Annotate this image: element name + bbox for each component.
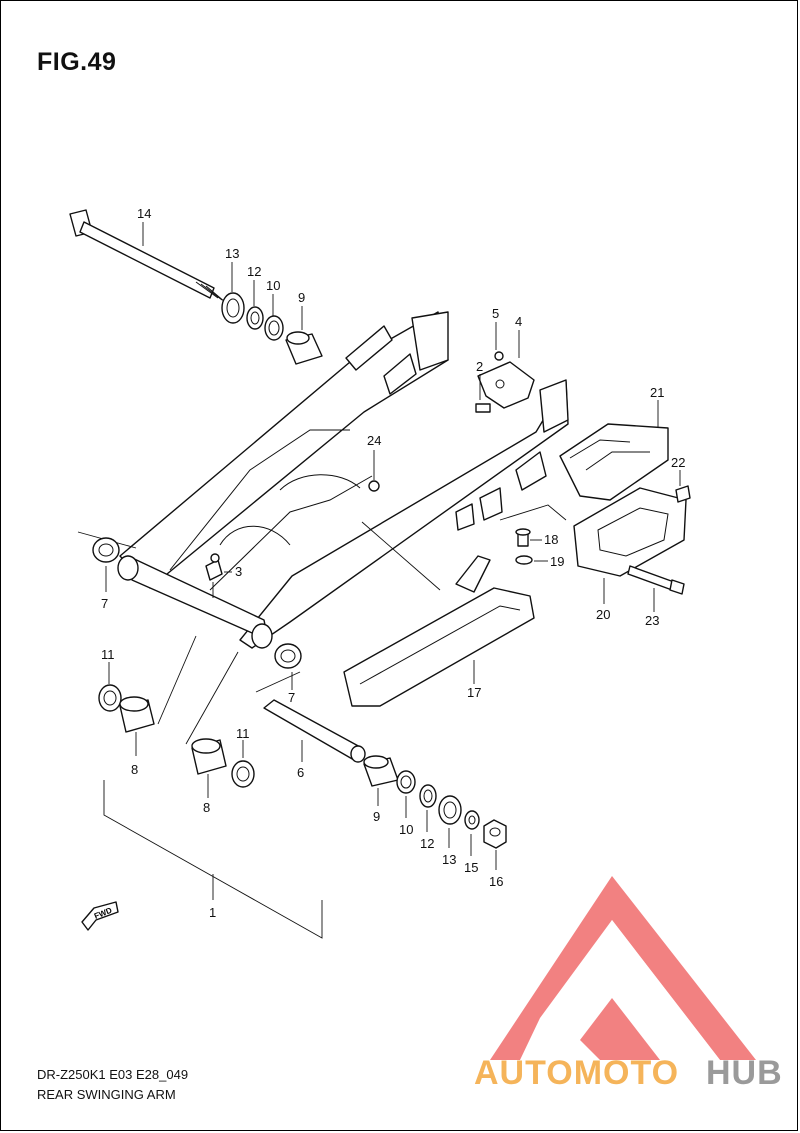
callout-9-lower: 9	[373, 809, 380, 824]
washer-19	[515, 555, 533, 565]
seal-11-right	[231, 760, 255, 788]
callout-9: 9	[298, 290, 305, 305]
figure-name: REAR SWINGING ARM	[37, 1087, 176, 1102]
bearing-8-left	[119, 696, 155, 733]
callout-8-right: 8	[203, 800, 210, 815]
bolt-2	[475, 403, 491, 413]
callout-24: 24	[367, 433, 381, 448]
washer-15	[464, 810, 480, 830]
upper-seal-13	[221, 292, 245, 324]
bearing-7-left	[92, 537, 120, 563]
assembly-bracket-1	[103, 780, 323, 939]
chain-guide-21	[559, 423, 669, 501]
logo-text-gray: HUB	[706, 1054, 783, 1092]
fwd-arrow-icon: FWD	[81, 901, 119, 931]
callout-7-left: 7	[101, 596, 108, 611]
bolt-18	[515, 528, 531, 547]
callout-3: 3	[235, 564, 242, 579]
callout-12: 12	[247, 264, 261, 279]
bolt-22	[675, 485, 691, 503]
callout-7-right: 7	[288, 690, 295, 705]
rivet-24	[368, 480, 380, 492]
callout-5: 5	[492, 306, 499, 321]
callout-20: 20	[596, 607, 610, 622]
callout-15: 15	[464, 860, 478, 875]
seal-13-lower	[438, 795, 462, 825]
bearing-10-lower	[396, 770, 416, 794]
pivot-bolt	[69, 209, 226, 303]
upper-bearing-10	[264, 315, 284, 341]
callout-13-lower: 13	[442, 852, 456, 867]
callout-12-lower: 12	[420, 836, 434, 851]
washer-12-lower	[419, 784, 437, 808]
automotohub-logo: AUTOMOTO HUB	[474, 876, 783, 1092]
screw-5	[494, 351, 504, 361]
seal-11-left	[98, 684, 122, 712]
callout-23: 23	[645, 613, 659, 628]
callout-11-right: 11	[236, 726, 250, 741]
callout-1: 1	[209, 905, 216, 920]
grease-nipple-3	[205, 553, 223, 581]
callout-22: 22	[671, 455, 685, 470]
bolt-23	[627, 565, 685, 595]
spacer-9-lower	[363, 755, 399, 787]
chain-guide-bracket-20	[573, 487, 687, 577]
callout-18: 18	[544, 532, 558, 547]
callout-11-left: 11	[101, 647, 115, 662]
upper-spacer-9	[285, 331, 323, 365]
callout-4: 4	[515, 314, 522, 329]
upper-washer-12	[246, 306, 264, 330]
logo-text-orange: AUTOMOTO	[474, 1054, 679, 1092]
callout-19: 19	[550, 554, 564, 569]
callout-10: 10	[266, 278, 280, 293]
callout-13: 13	[225, 246, 239, 261]
callout-14: 14	[137, 206, 151, 221]
bracket-4	[477, 361, 535, 409]
collar-6	[263, 699, 366, 763]
bearing-7-right	[274, 643, 302, 669]
callout-6: 6	[297, 765, 304, 780]
figure-title: FIG.49	[37, 48, 117, 76]
callout-10-lower: 10	[399, 822, 413, 837]
nut-16	[483, 819, 507, 849]
figure-code: DR-Z250K1 E03 E28_049	[37, 1067, 189, 1082]
callout-8-left: 8	[131, 762, 138, 777]
callout-21: 21	[650, 385, 664, 400]
chain-slider-17	[343, 555, 535, 707]
callout-16: 16	[489, 874, 503, 889]
swingarm-body	[117, 311, 569, 649]
callout-17: 17	[467, 685, 481, 700]
callout-2: 2	[476, 359, 483, 374]
bearing-8-right	[191, 738, 227, 775]
